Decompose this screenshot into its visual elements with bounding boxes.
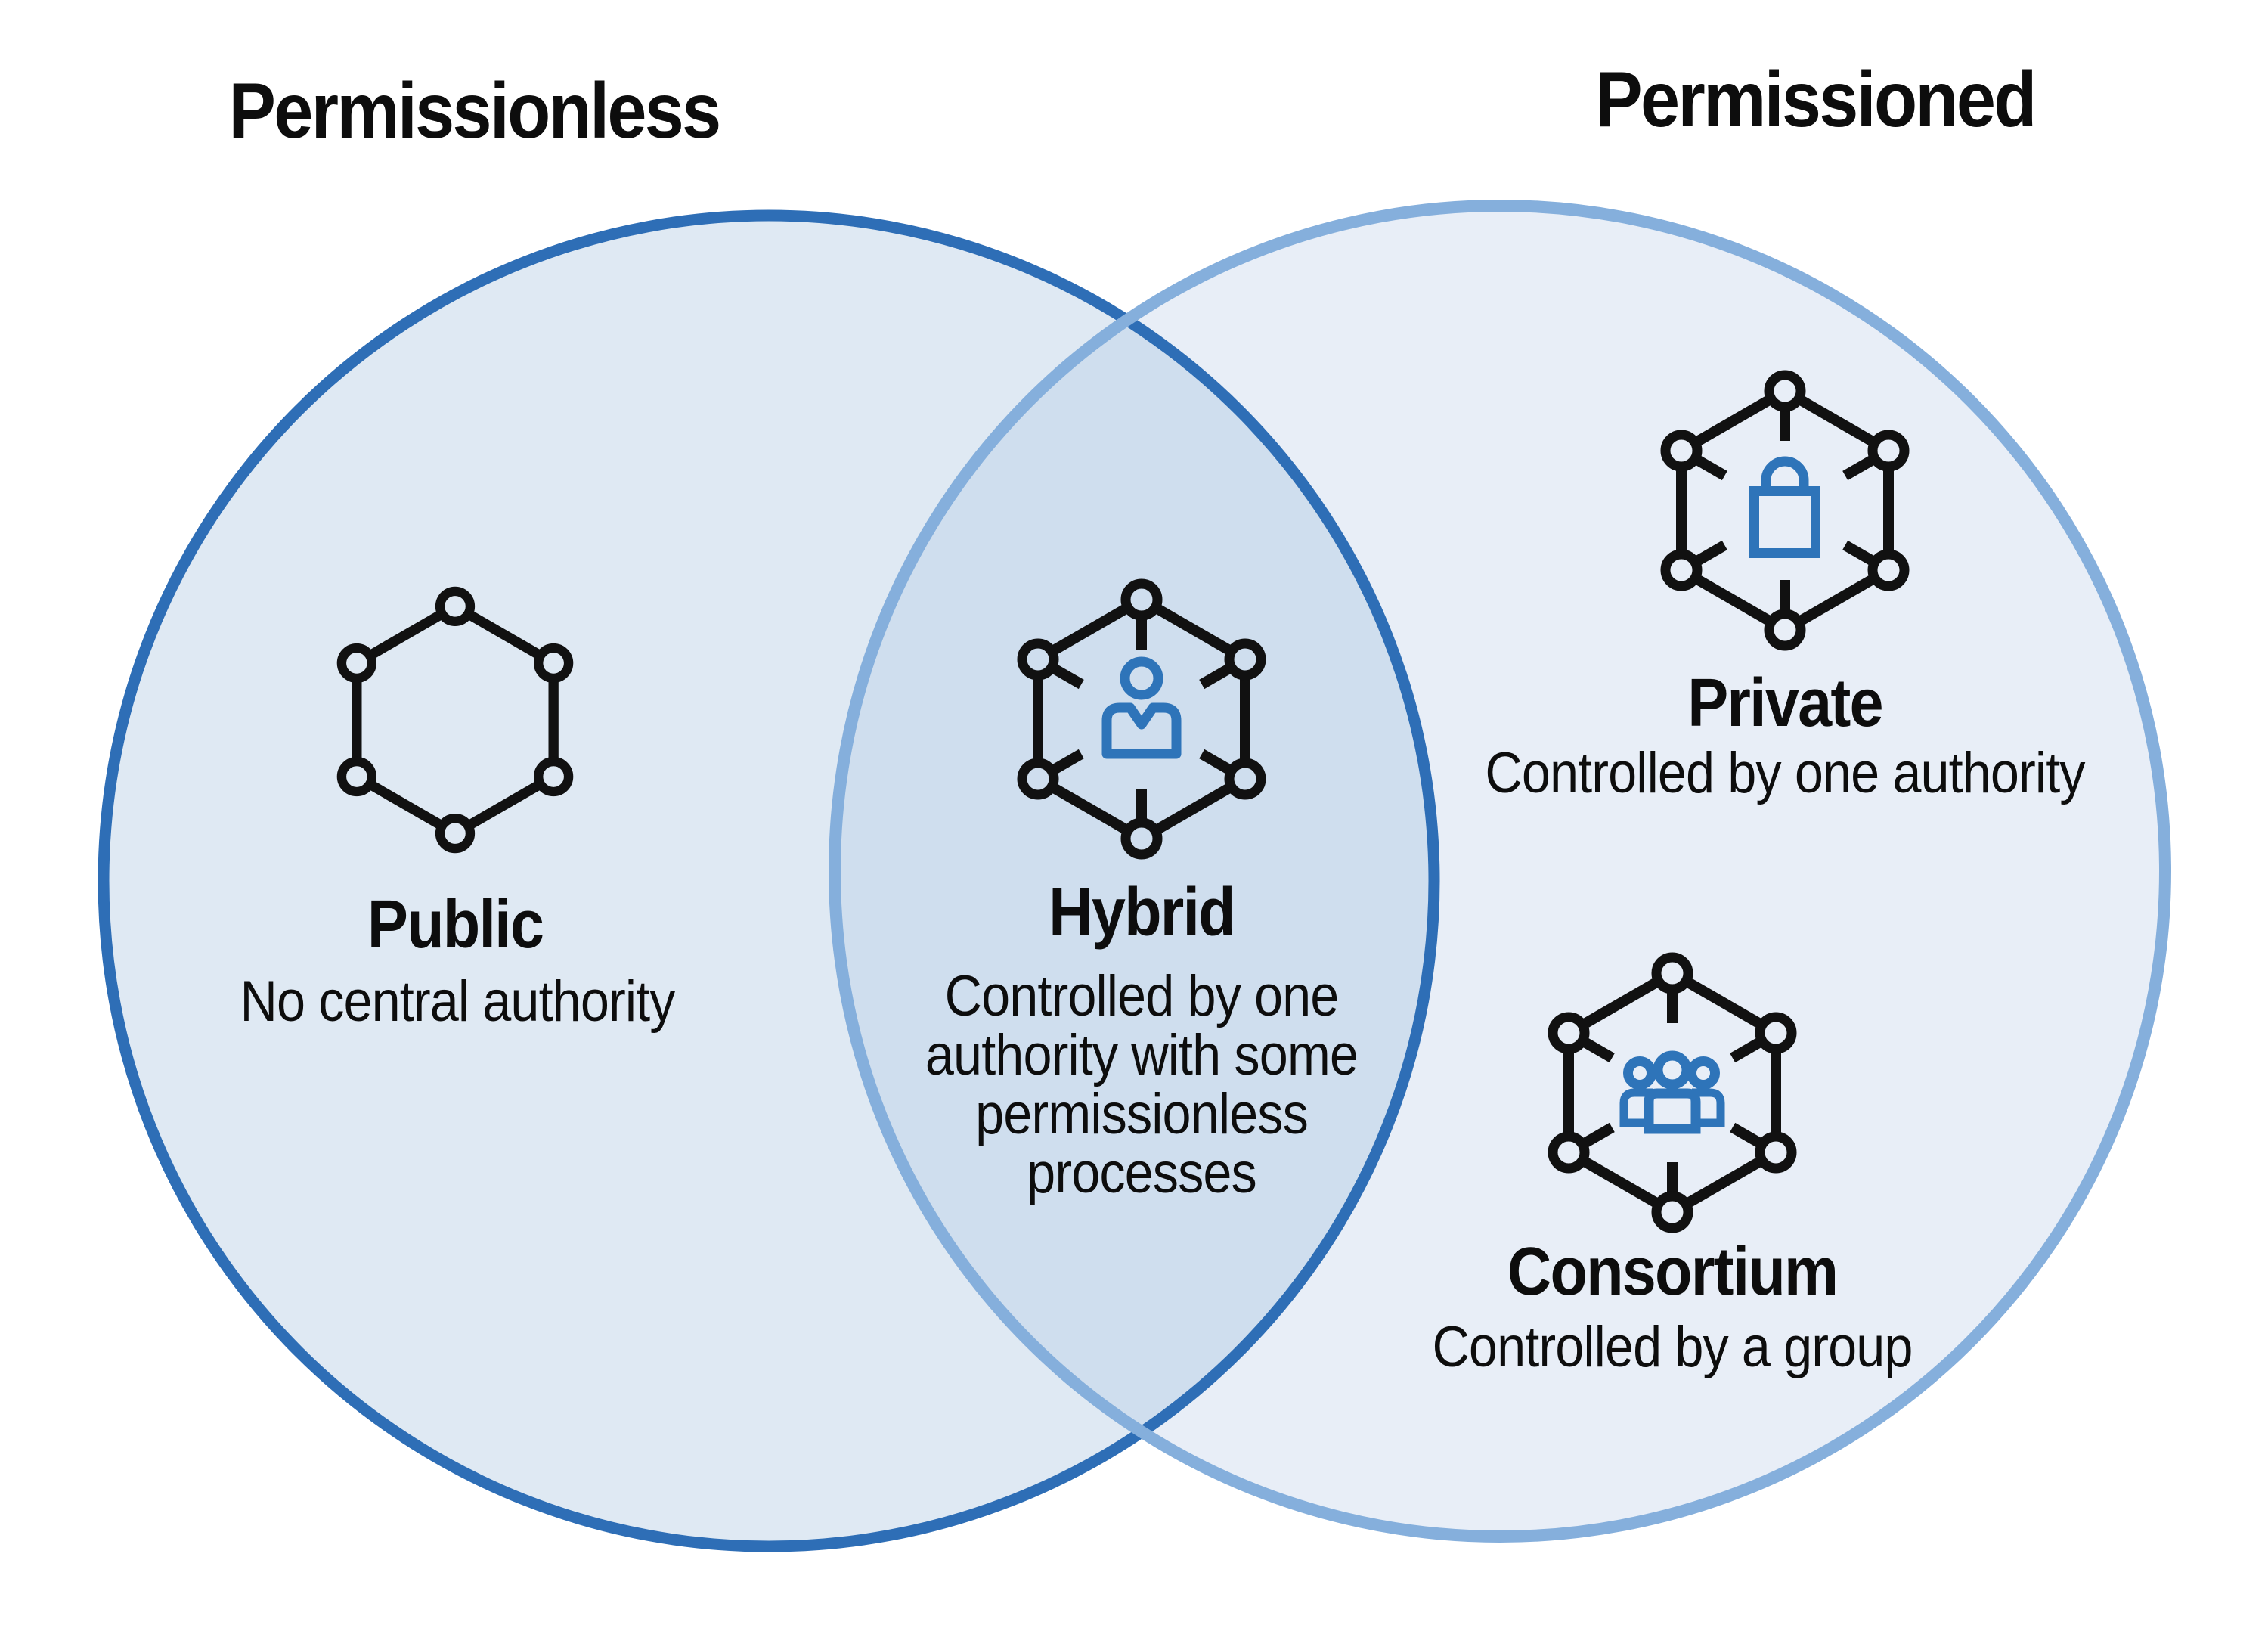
consortium-label: Consortium bbox=[1507, 1234, 1839, 1310]
hybrid-description: Controlled by one authority with some pe… bbox=[925, 964, 1359, 1205]
hybrid-description-line: authority with some bbox=[925, 1023, 1359, 1087]
hybrid-network-person-icon bbox=[1022, 584, 1261, 854]
permissioned-title: Permissioned bbox=[1595, 56, 2037, 144]
hybrid-description-line: processes bbox=[1027, 1141, 1257, 1205]
hybrid-label: Hybrid bbox=[1049, 875, 1236, 951]
permissionless-circle-border bbox=[98, 209, 1440, 1552]
lock-icon bbox=[1749, 456, 1820, 558]
consortium-network-group-icon bbox=[1553, 957, 1792, 1228]
overlap-region bbox=[835, 216, 1434, 1537]
private-network-lock-icon bbox=[1665, 375, 1904, 646]
hybrid-description-line: Controlled by one bbox=[944, 964, 1340, 1028]
private-description: Controlled by one authority bbox=[1485, 741, 2085, 805]
group-icon bbox=[1619, 1050, 1725, 1134]
public-label: Public bbox=[367, 887, 544, 963]
public-description: No central authority bbox=[240, 969, 675, 1034]
hybrid-description-line: permissionless bbox=[975, 1082, 1309, 1146]
permissioned-circle-border bbox=[829, 200, 2171, 1543]
permissionless-title: Permissionless bbox=[228, 67, 722, 155]
person-icon bbox=[1101, 656, 1182, 759]
consortium-description: Controlled by a group bbox=[1432, 1315, 1913, 1379]
private-label: Private bbox=[1687, 665, 1883, 741]
